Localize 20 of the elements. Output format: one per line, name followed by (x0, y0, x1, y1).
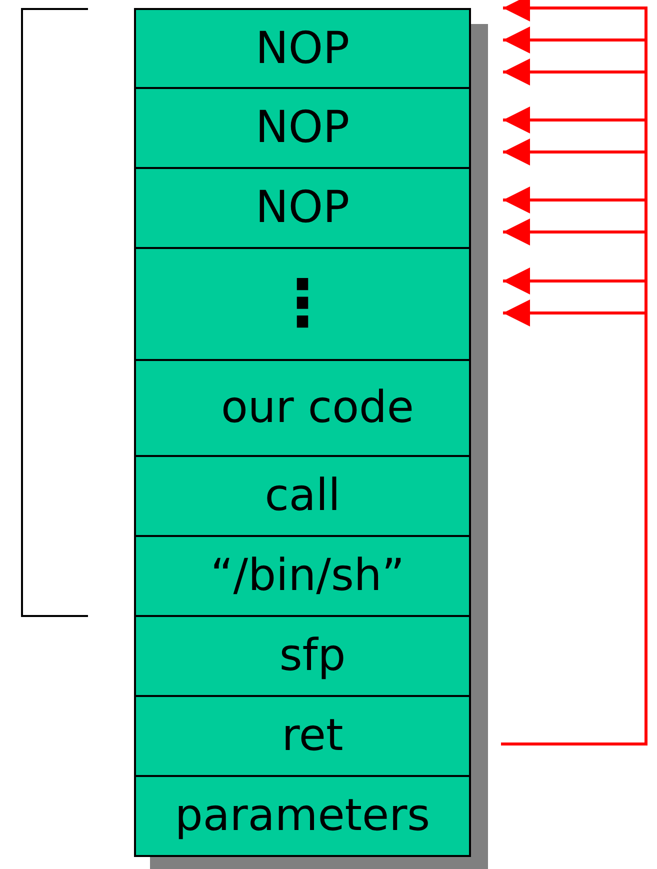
stack-cell (134, 247, 471, 361)
cell-label: NOP (255, 27, 350, 71)
stack-cell (134, 87, 471, 169)
stack-cell (134, 535, 471, 617)
cell-label: sfp (279, 634, 346, 678)
cell-label: “/bin/sh” (210, 554, 405, 598)
cell-label: NOP (255, 106, 350, 150)
stack-cell (134, 167, 471, 249)
stack-cell (134, 359, 471, 457)
stack-cell (134, 695, 471, 777)
stack-cell (134, 775, 471, 857)
ellipsis-dots: ⋮ (270, 272, 334, 336)
cell-label: call (264, 474, 340, 518)
cell-label: ret (282, 714, 344, 758)
cell-label: NOP (255, 186, 350, 230)
stack-cell (134, 8, 471, 90)
cell-label: our code (221, 386, 414, 430)
stack-cell (134, 615, 471, 697)
stack-cell (134, 455, 471, 537)
cell-label: parameters (174, 794, 430, 838)
